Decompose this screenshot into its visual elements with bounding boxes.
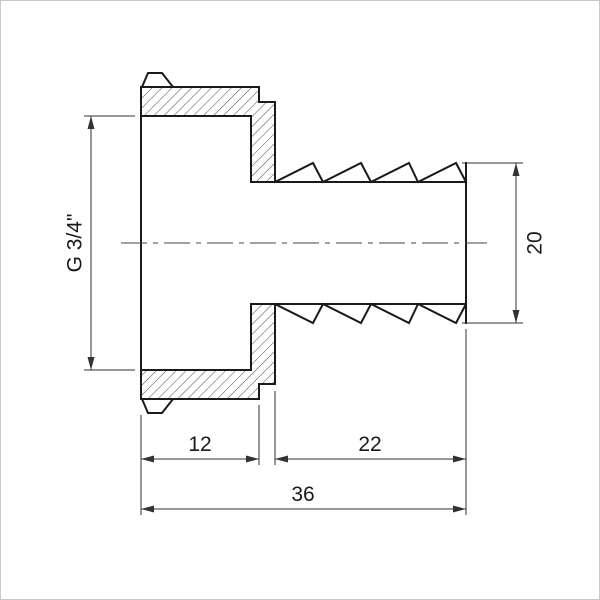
dimension-overall-length-lines: [140, 465, 467, 515]
section-hatch-top: [141, 87, 275, 182]
dimension-thread: G 3/4": [64, 115, 135, 371]
dim-label-barb-length: 22: [358, 433, 381, 456]
barb-bore-lines: [250, 181, 467, 305]
dimension-thread-lines: [84, 115, 135, 371]
dimension-socket-length: 12: [140, 405, 260, 465]
dimension-barb-diameter-lines: [462, 162, 523, 324]
arrowhead-right-icon: [246, 455, 259, 463]
section-hatching: [141, 87, 275, 399]
barb-teeth-bottom: [273, 302, 468, 325]
dimension-overall-length: 36: [140, 465, 467, 515]
dim-label-thread-size: G 3/4": [64, 214, 87, 273]
dimension-socket-length-lines: [140, 405, 260, 465]
dim-label-barb-diameter: 20: [524, 231, 547, 254]
arrowhead-down-icon: [87, 357, 95, 370]
arrowhead-left-icon: [141, 505, 154, 513]
arrowhead-down-icon: [512, 310, 520, 323]
dim-label-overall-length: 36: [291, 483, 314, 506]
barb-teeth-top: [273, 161, 468, 184]
section-hatch-bottom: [141, 304, 275, 399]
dim-label-socket-length: 12: [188, 433, 211, 456]
dimension-barb-diameter: 20: [462, 162, 547, 324]
arrowhead-up-icon: [87, 116, 95, 129]
dimension-barb-length-lines: [274, 329, 467, 465]
arrowhead-left-icon: [141, 455, 154, 463]
hex-chamfer-top: [140, 72, 176, 88]
hex-chamfer-bottom: [140, 398, 176, 414]
arrowhead-up-icon: [512, 163, 520, 176]
arrowhead-right-icon: [453, 455, 466, 463]
arrowhead-right-icon: [453, 505, 466, 513]
dimension-barb-length: 22: [274, 329, 467, 465]
arrowhead-left-icon: [275, 455, 288, 463]
